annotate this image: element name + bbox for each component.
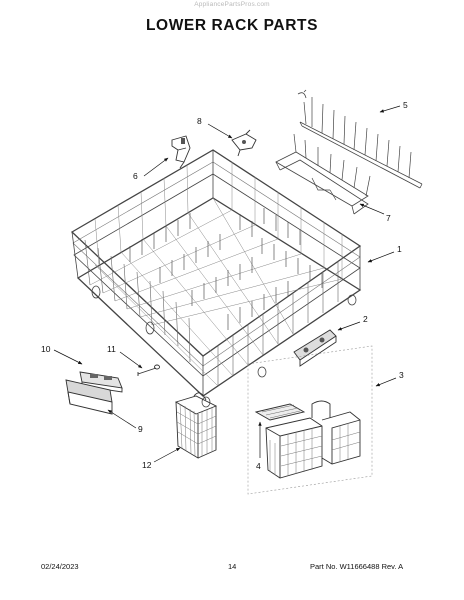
lower-rack — [70, 149, 362, 408]
rack-top-rim — [70, 149, 362, 357]
leader-lines — [53, 105, 401, 463]
rack-front-wires — [84, 239, 191, 363]
callout-1: 1 — [397, 244, 402, 254]
callout-11: 11 — [107, 344, 116, 354]
callout-10: 10 — [41, 344, 51, 354]
watermark: AppliancePartsPros.com — [194, 1, 270, 8]
clip-part — [171, 135, 191, 169]
tine-row-part — [297, 89, 423, 189]
footer-date: 02/24/2023 — [41, 562, 79, 571]
small-basket-part — [174, 392, 218, 459]
callout-3: 3 — [399, 370, 404, 380]
callout-5: 5 — [403, 100, 408, 110]
callout-8: 8 — [197, 116, 202, 126]
page-title: LOWER RACK PARTS — [145, 17, 319, 34]
footer-part-number: Part No. W11666488 Rev. A — [310, 562, 404, 571]
rack-side-wires — [217, 261, 339, 386]
callout-labels: 1 2 3 4 5 6 7 8 9 10 11 12 — [41, 100, 408, 471]
footer-page-number: 14 — [228, 562, 237, 571]
handle-cover-part — [65, 379, 113, 415]
rack-tines — [129, 208, 323, 330]
rack-floor-grid — [89, 197, 343, 387]
silverware-basket-boundary — [247, 345, 373, 495]
rack-wheels — [91, 285, 357, 408]
callout-2: 2 — [363, 314, 368, 324]
callout-9: 9 — [138, 424, 143, 434]
tine-frame-part — [275, 133, 371, 215]
small-clip-part — [231, 129, 257, 157]
callout-7: 7 — [386, 213, 391, 223]
callout-12: 12 — [142, 460, 152, 470]
callout-4: 4 — [256, 461, 261, 471]
pin-part — [137, 364, 160, 376]
silverware-basket-part — [247, 345, 373, 495]
bracket-part — [293, 329, 337, 367]
callout-6: 6 — [133, 171, 138, 181]
